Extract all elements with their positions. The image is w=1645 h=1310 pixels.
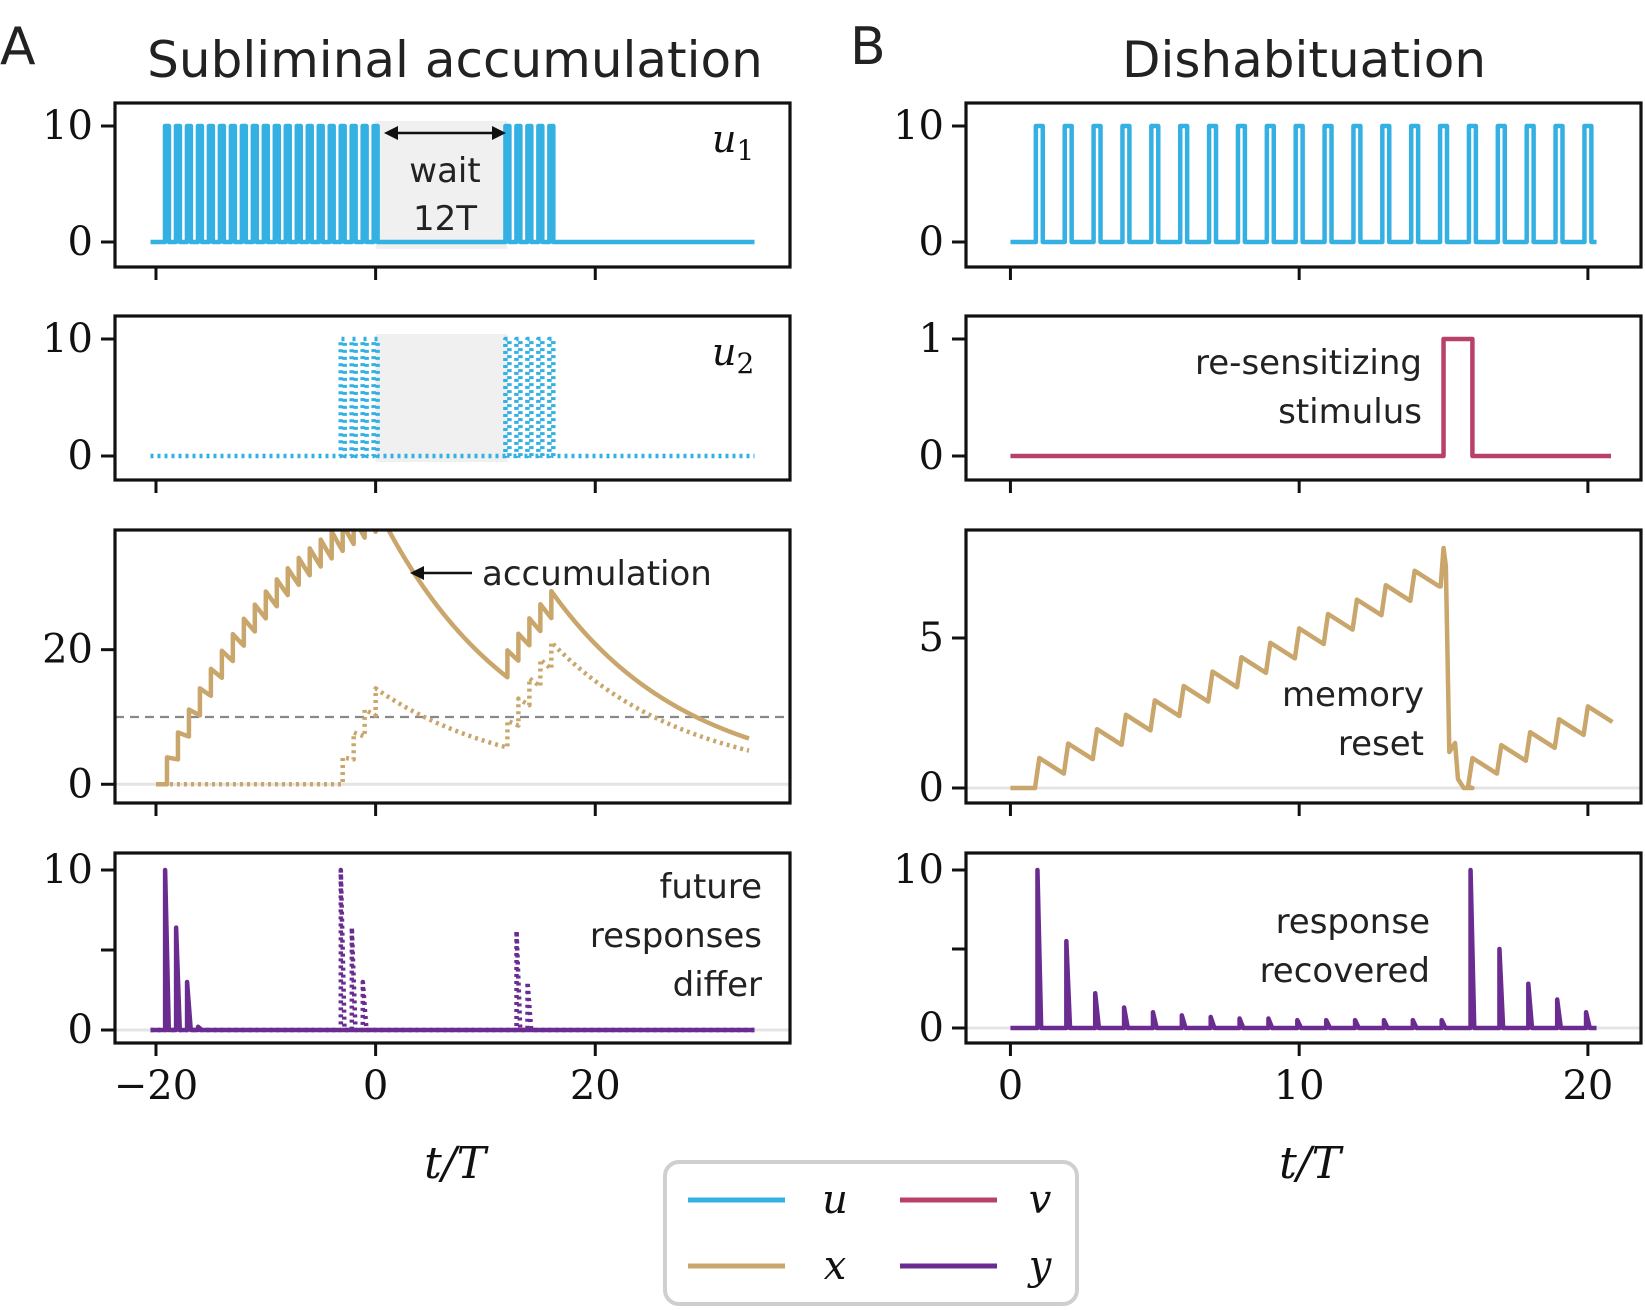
wait-label: wait <box>409 151 480 191</box>
wait-shading <box>375 334 508 462</box>
y-tick-label: 5 <box>919 615 944 661</box>
series-v <box>1010 336 1611 459</box>
legend-label-v: v <box>1029 1177 1052 1223</box>
panel-title-a: Subliminal accumulation <box>147 31 763 89</box>
xlabel-a: t/T <box>424 1138 490 1189</box>
y-tick-label: 0 <box>919 219 944 265</box>
y-tick-label: 10 <box>893 847 944 893</box>
axes-frame <box>113 528 792 805</box>
series-y-u1- <box>150 867 755 1033</box>
series-u <box>1010 123 1597 245</box>
y-tick-label: 10 <box>42 316 93 362</box>
x-tick-label: 20 <box>570 1063 621 1109</box>
subplot-a2: 0 10 <box>42 314 792 493</box>
y-tick-label: 10 <box>42 103 93 149</box>
label-u1-sub: 1 <box>736 134 754 167</box>
plot-area-a1 <box>150 121 755 249</box>
plot-area-a4 <box>115 867 790 1033</box>
wait-shading <box>375 121 508 249</box>
response-recovered-label-1: response <box>1276 902 1430 942</box>
plot-area-a3 <box>115 530 790 787</box>
future-label-2: responses <box>590 916 762 956</box>
axes-frame <box>113 314 792 482</box>
plot-area-b4 <box>966 867 1641 1031</box>
x-tick-label: −20 <box>114 1063 198 1109</box>
y-tick-label: 10 <box>893 103 944 149</box>
memory-reset-label-2: reset <box>1338 724 1424 764</box>
wait-duration-label: 12T <box>413 199 477 239</box>
axes-frame <box>964 314 1643 482</box>
y-tick-label: 0 <box>68 219 93 265</box>
y-tick-label: 10 <box>42 847 93 893</box>
y-tick-label: 0 <box>919 433 944 479</box>
legend-frame <box>663 1160 1079 1306</box>
label-u2-main: u <box>712 330 736 374</box>
legend-label-u: u <box>822 1177 848 1223</box>
legend-label-y: y <box>1027 1243 1053 1289</box>
subplot-b1: 0 10 <box>893 101 1643 280</box>
panel-letter-b: B <box>850 17 886 77</box>
memory-reset-label-1: memory <box>1282 675 1424 715</box>
x-tick-label: 0 <box>363 1063 388 1109</box>
subplot-b2: 01 <box>919 314 1643 493</box>
label-u1-main: u <box>712 117 736 161</box>
subplot-b4: 0 10 0 10 20 <box>893 847 1643 1109</box>
label-u2: u2 <box>712 330 754 380</box>
resensitizing-label-2: stimulus <box>1278 392 1422 432</box>
subplot-a1: 0 10 <box>42 101 792 280</box>
series-u1 <box>150 123 755 245</box>
x-tick-label: 20 <box>1562 1063 1613 1109</box>
panel-title-b: Dishabituation <box>1122 31 1486 89</box>
axes-frame <box>113 101 792 269</box>
subplot-a4: 0 10 −20 0 20 <box>42 847 792 1109</box>
y-tick-label: 0 <box>68 433 93 479</box>
legend: u v x y <box>663 1160 1079 1306</box>
future-label-1: future <box>659 867 762 907</box>
y-tick-label: 20 <box>42 627 93 673</box>
plot-area-a2 <box>150 334 755 462</box>
label-u1: u1 <box>712 117 754 167</box>
axes-frame <box>113 851 792 1045</box>
future-label-3: differ <box>673 965 762 1005</box>
y-tick-label: 0 <box>919 765 944 811</box>
xlabel-b: t/T <box>1279 1138 1345 1189</box>
plot-area-b3 <box>966 545 1641 791</box>
y-tick-label: 0 <box>68 761 93 807</box>
series-x-u2- <box>154 639 751 787</box>
legend-label-x: x <box>824 1243 847 1289</box>
series-y <box>1010 867 1597 1031</box>
subplot-b3: 05 <box>919 528 1643 816</box>
subplot-a3: 0 20 <box>42 528 792 816</box>
y-tick-label: 1 <box>919 316 944 362</box>
accumulation-label: accumulation <box>482 554 712 594</box>
series-u2 <box>150 336 755 459</box>
axes-frame <box>964 528 1643 805</box>
series-x-u1- <box>154 530 751 787</box>
y-tick-label: 0 <box>68 1007 93 1053</box>
accumulation-arrow <box>410 566 472 580</box>
axes-frame <box>964 101 1643 269</box>
response-recovered-label-2: recovered <box>1260 951 1430 991</box>
x-tick-label: 0 <box>998 1063 1023 1109</box>
wait-arrow <box>384 126 506 140</box>
series-x <box>1010 545 1614 791</box>
x-tick-label: 10 <box>1274 1063 1325 1109</box>
resensitizing-label-1: re-sensitizing <box>1195 343 1422 383</box>
series-y-u2- <box>150 867 755 1033</box>
y-tick-label: 0 <box>919 1005 944 1051</box>
label-u2-sub: 2 <box>736 347 754 380</box>
panel-letter-a: A <box>0 17 36 77</box>
plot-area-b2 <box>1010 336 1611 459</box>
plot-area-b1 <box>1010 123 1597 245</box>
